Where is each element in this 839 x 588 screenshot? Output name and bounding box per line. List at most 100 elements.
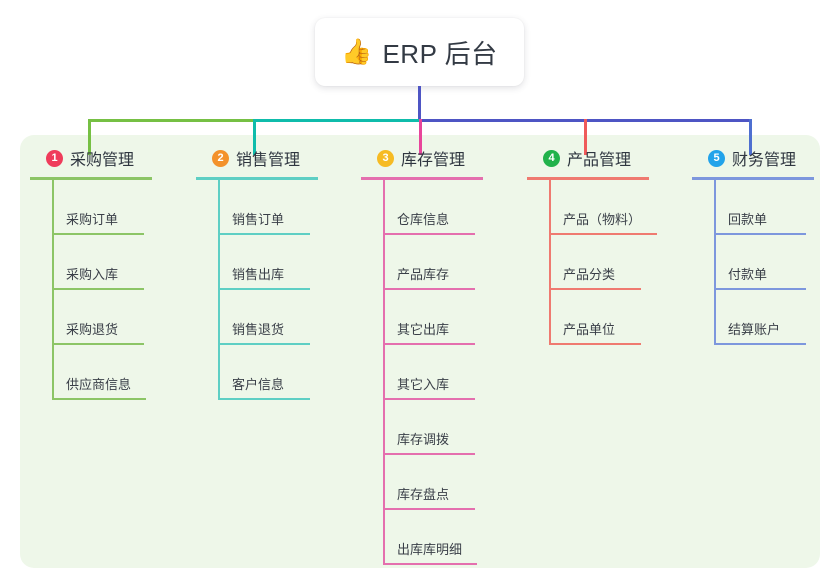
branch-item[interactable]: 客户信息: [196, 345, 356, 400]
branch-item[interactable]: 其它出库: [361, 290, 521, 345]
branch-item-rule: [383, 398, 475, 400]
branch-item-label: 采购订单: [66, 212, 119, 227]
branch-item[interactable]: 销售出库: [196, 235, 356, 290]
branch-header-sales[interactable]: 2 销售管理: [196, 145, 356, 171]
branch-item-rule: [218, 288, 310, 290]
branch-item-rule: [714, 233, 806, 235]
branch-spine-line: [549, 180, 551, 345]
branch-item-rule: [383, 453, 475, 455]
branch-item-label: 销售退货: [232, 322, 285, 337]
branch-column-purchase: 1 采购管理采购订单采购入库采购退货供应商信息: [30, 145, 190, 400]
drop-finance: [749, 119, 752, 155]
branch-item-rule: [549, 233, 657, 235]
branch-item-rule: [52, 398, 146, 400]
branch-title-label: 产品管理: [567, 152, 632, 169]
branch-item-label: 客户信息: [232, 377, 285, 392]
drop-inventory: [419, 119, 422, 155]
branch-item-rule: [383, 288, 475, 290]
branch-item-rule: [52, 343, 144, 345]
branch-item[interactable]: 产品库存: [361, 235, 521, 290]
branch-item-label: 库存盘点: [397, 487, 450, 502]
root-node-label: ERP 后台: [382, 38, 498, 69]
branch-header-rule: [692, 177, 814, 180]
branch-item-label: 销售出库: [232, 267, 285, 282]
branch-item-label: 回款单: [728, 212, 768, 227]
branch-item[interactable]: 付款单: [692, 235, 839, 290]
branch-item-label: 付款单: [728, 267, 768, 282]
branch-item-rule: [52, 233, 144, 235]
branch-item-label: 采购入库: [66, 267, 119, 282]
branch-title-label: 财务管理: [732, 152, 797, 169]
branch-item-list: 回款单付款单结算账户: [692, 180, 839, 345]
branch-item-rule: [218, 233, 310, 235]
branch-item-label: 采购退货: [66, 322, 119, 337]
branch-item-rule: [383, 563, 477, 565]
branch-item[interactable]: 回款单: [692, 180, 839, 235]
branch-number-badge: 1: [46, 149, 63, 167]
branch-header-rule: [196, 177, 318, 180]
branch-item[interactable]: 销售退货: [196, 290, 356, 345]
branch-item-list: 采购订单采购入库采购退货供应商信息: [30, 180, 190, 400]
branch-item-label: 产品（物料）: [563, 212, 642, 227]
branch-item-list: 销售订单销售出库销售退货客户信息: [196, 180, 356, 400]
branch-title-label: 销售管理: [236, 152, 301, 169]
branch-item-rule: [383, 343, 475, 345]
branch-header-rule: [30, 177, 152, 180]
branch-item[interactable]: 产品（物料）: [527, 180, 687, 235]
branch-title-label: 采购管理: [70, 152, 135, 169]
branch-header-rule: [527, 177, 649, 180]
bar-green: [88, 119, 254, 122]
branch-item-label: 库存调拨: [397, 432, 450, 447]
branch-item-rule: [383, 233, 475, 235]
branch-item-label: 出库库明细: [397, 542, 463, 557]
drop-sales: [253, 119, 256, 155]
branch-item[interactable]: 供应商信息: [30, 345, 190, 400]
branch-item-label: 其它出库: [397, 322, 450, 337]
branch-item-label: 销售订单: [232, 212, 285, 227]
branch-spine-line: [52, 180, 54, 400]
diagram-background-panel: [20, 135, 820, 568]
branch-item[interactable]: 产品分类: [527, 235, 687, 290]
branch-item[interactable]: 库存调拨: [361, 400, 521, 455]
branch-item[interactable]: 库存盘点: [361, 455, 521, 510]
root-node-card[interactable]: 👍 ERP 后台: [315, 18, 524, 86]
branch-item-label: 仓库信息: [397, 212, 450, 227]
drop-purchase: [88, 119, 91, 155]
branch-item-label: 结算账户: [728, 322, 781, 337]
thumbs-up-icon: 👍: [341, 37, 373, 66]
root-stem-line: [418, 86, 421, 122]
branch-item-list: 仓库信息产品库存其它出库其它入库库存调拨库存盘点出库库明细: [361, 180, 521, 565]
branch-item-label: 供应商信息: [66, 377, 132, 392]
branch-item-list: 产品（物料） 产品分类产品单位: [527, 180, 687, 345]
branch-item[interactable]: 其它入库: [361, 345, 521, 400]
branch-item[interactable]: 采购入库: [30, 235, 190, 290]
branch-column-sales: 2 销售管理销售订单销售出库销售退货客户信息: [196, 145, 356, 400]
bar-teal: [253, 119, 420, 122]
branch-item-label: 产品单位: [563, 322, 616, 337]
branch-item-rule: [549, 288, 641, 290]
branch-spine-line: [383, 180, 385, 565]
branch-item-rule: [218, 398, 310, 400]
branch-header-purchase[interactable]: 1 采购管理: [30, 145, 190, 171]
branch-item[interactable]: 采购订单: [30, 180, 190, 235]
branch-item[interactable]: 结算账户: [692, 290, 839, 345]
branch-number-badge: 2: [212, 149, 229, 167]
branch-item-rule: [218, 343, 310, 345]
branch-item-label: 其它入库: [397, 377, 450, 392]
branch-item[interactable]: 出库库明细: [361, 510, 521, 565]
branch-item-label: 产品库存: [397, 267, 450, 282]
branch-item[interactable]: 仓库信息: [361, 180, 521, 235]
branch-item[interactable]: 采购退货: [30, 290, 190, 345]
branch-item-rule: [383, 508, 475, 510]
drop-product: [584, 119, 587, 155]
branch-item-label: 产品分类: [563, 267, 616, 282]
branch-item-rule: [714, 343, 806, 345]
branch-item[interactable]: 产品单位: [527, 290, 687, 345]
branch-item[interactable]: 销售订单: [196, 180, 356, 235]
branch-spine-line: [218, 180, 220, 400]
